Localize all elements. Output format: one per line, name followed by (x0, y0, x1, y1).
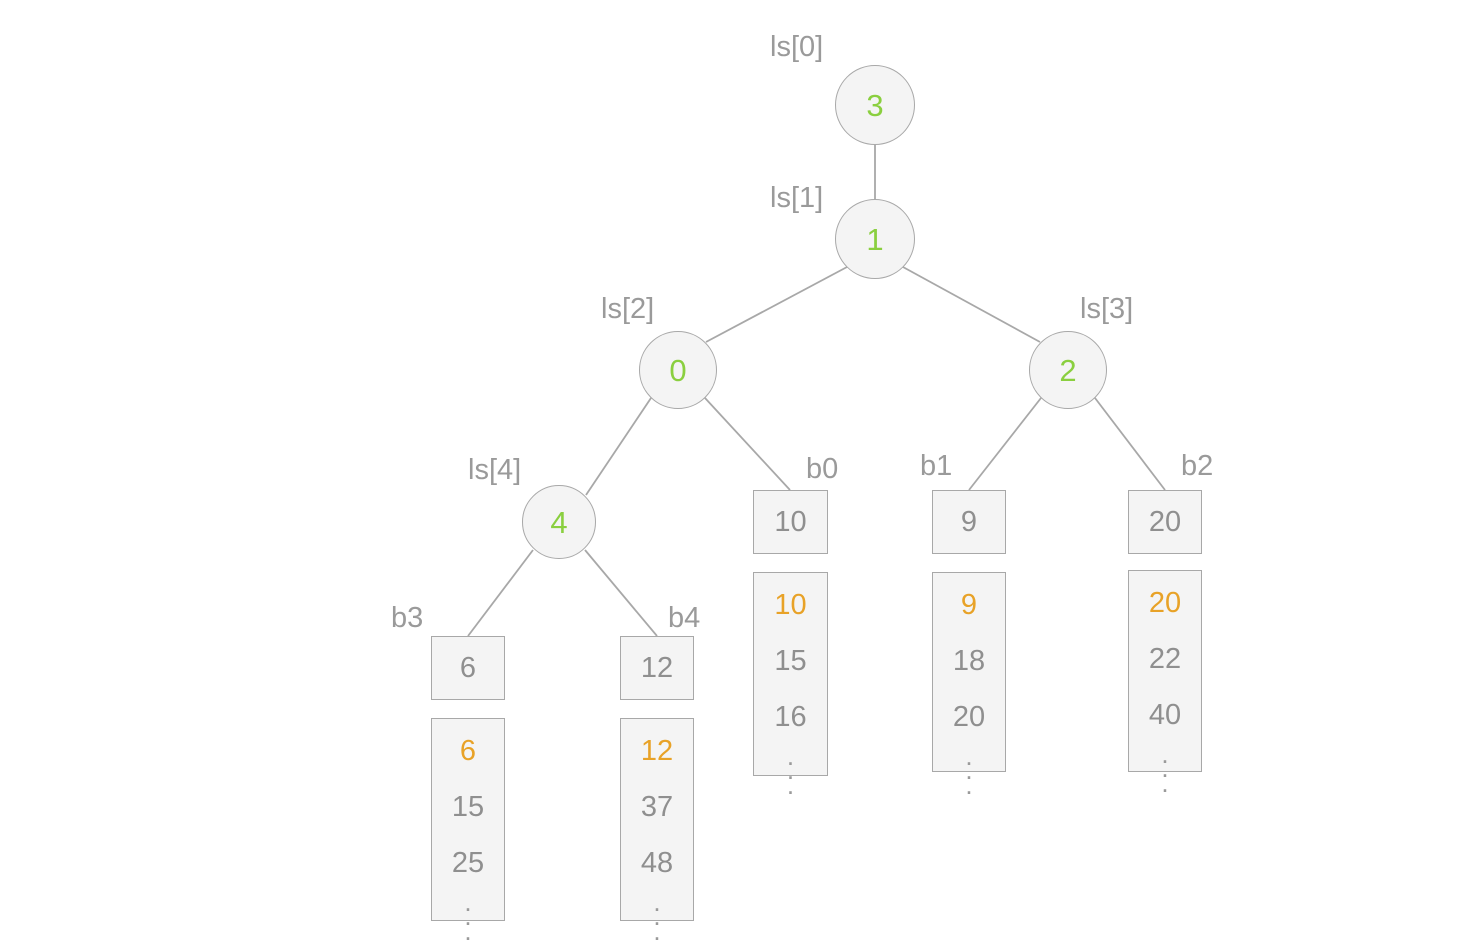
bucket-head-value: 10 (774, 505, 807, 538)
bucket-list-b1[interactable]: 9 18 20... (932, 572, 1006, 798)
edge-ls3-b1 (968, 397, 1042, 491)
tree-node-value: 2 (1059, 352, 1077, 388)
tree-node-value: 0 (669, 352, 687, 388)
bucket-label-b0: b0 (806, 453, 839, 485)
bucket-list-item: 22 (1148, 643, 1182, 675)
bucket-head-box-b4[interactable]: 12 (620, 636, 694, 700)
bucket-head-value: 9 (960, 505, 978, 538)
tree-node-label-ls0: ls[0] (770, 31, 824, 63)
bucket-list-item: 15 (774, 645, 807, 677)
bucket-list-item: 25 (451, 847, 485, 879)
bucket-list-item: 18 (952, 645, 986, 677)
tree-node-ls4[interactable]: 4 (522, 485, 596, 559)
bucket-list-item: 10 (774, 589, 807, 621)
bucket-list-item: 9 (960, 589, 978, 621)
bucket-list-item: 37 (640, 791, 674, 823)
tree-node-ls1[interactable]: 1 (835, 199, 915, 279)
tree-node-ls2[interactable]: 0 (639, 331, 717, 409)
bucket-label-b4: b4 (668, 602, 701, 634)
bucket-label-b2: b2 (1181, 450, 1214, 482)
bucket-head-box-b0[interactable]: 10 (753, 490, 828, 554)
bucket-list-b4[interactable]: 12 37 48... (620, 718, 694, 940)
bucket-list-ellipsis-icon: ... (653, 887, 661, 940)
bucket-list-item: 20 (1148, 587, 1182, 619)
bucket-head-box-b1[interactable]: 9 (932, 490, 1006, 554)
bucket-list-item: 48 (640, 847, 674, 879)
tree-node-value: 1 (866, 221, 884, 257)
edge-ls4-b3 (467, 549, 534, 637)
bucket-list-b2[interactable]: 20 22 40... (1128, 570, 1202, 796)
bucket-list-item: 16 (774, 701, 807, 733)
bucket-label-b3: b3 (391, 602, 424, 634)
tree-node-value: 4 (550, 504, 568, 540)
tree-node-value: 3 (866, 87, 884, 123)
tree-node-label-ls3: ls[3] (1080, 293, 1134, 325)
edge-ls2-b0 (704, 397, 791, 491)
bucket-list-item: 15 (451, 791, 485, 823)
bucket-label-b1: b1 (920, 450, 953, 482)
bucket-list-item: 12 (640, 735, 674, 767)
bucket-list-ellipsis-icon: ... (965, 741, 973, 800)
bucket-head-value: 20 (1148, 505, 1182, 538)
bucket-head-box-b2[interactable]: 20 (1128, 490, 1202, 554)
tree-node-label-ls4: ls[4] (468, 454, 522, 486)
bucket-list-item: 20 (952, 701, 986, 733)
tree-node-ls0[interactable]: 3 (835, 65, 915, 145)
bucket-list-b3[interactable]: 6 15 25... (431, 718, 505, 940)
edge-ls2-ls4 (585, 397, 652, 496)
tree-node-ls3[interactable]: 2 (1029, 331, 1107, 409)
bucket-head-value: 6 (459, 651, 477, 684)
edge-ls3-b2 (1094, 397, 1166, 491)
bucket-head-value: 12 (640, 651, 674, 684)
edge-ls1-ls2 (705, 266, 848, 343)
bucket-head-box-b3[interactable]: 6 (431, 636, 505, 700)
bucket-list-ellipsis-icon: ... (1161, 739, 1169, 798)
bucket-list-item: 40 (1148, 699, 1182, 731)
edge-ls1-ls3 (902, 266, 1041, 343)
bucket-list-item: 6 (459, 735, 477, 767)
bucket-list-ellipsis-icon: ... (786, 741, 795, 800)
tree-node-label-ls1: ls[1] (770, 182, 824, 214)
edge-ls4-b4 (584, 549, 658, 637)
bucket-list-b0[interactable]: 10 15 16... (753, 572, 828, 798)
bucket-list-ellipsis-icon: ... (464, 887, 472, 940)
tree-node-label-ls2: ls[2] (601, 293, 655, 325)
